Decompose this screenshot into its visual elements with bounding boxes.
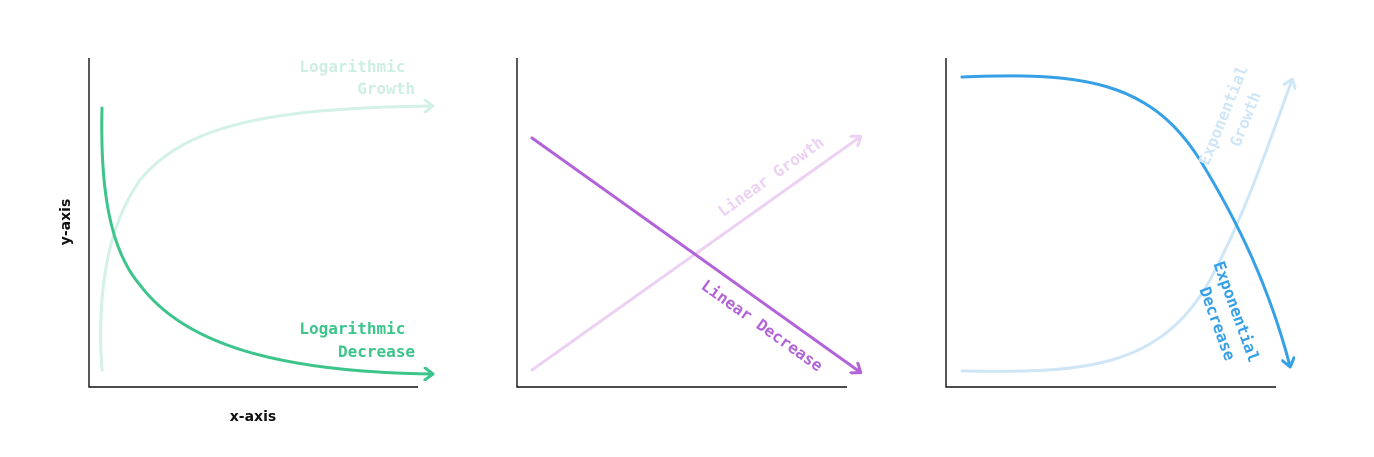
logarithmic-growth-label-line-1: Logarithmic	[299, 57, 405, 76]
y-axis-title: y-axis	[58, 199, 74, 246]
x-axis-title: x-axis	[230, 409, 276, 425]
linear-decrease-label-line-1: Linear Decrease	[698, 276, 827, 375]
logarithmic-decrease-label: Logarithmic Decrease	[299, 319, 415, 361]
logarithmic-decrease-label-line-1: Logarithmic	[299, 319, 405, 338]
logarithmic-growth-label-line-2: Growth	[357, 79, 415, 98]
exponential-decrease-curve	[960, 74, 1290, 366]
linear-growth-label-line-1: Linear Growth	[714, 133, 827, 221]
linear-decrease-line	[530, 136, 860, 372]
logarithmic-growth-curve	[99, 106, 432, 372]
panel-logarithmic: Logarithmic Growth Logarithmic Decrease	[88, 57, 432, 388]
logarithmic-decrease-label-line-2: Decrease	[338, 342, 415, 361]
logarithmic-decrease-curve	[100, 106, 432, 374]
logarithmic-growth-label: Logarithmic Growth	[299, 57, 415, 98]
panel-exponential: Exponential Growth Exponential Decrease	[945, 58, 1292, 388]
panel-exponential-axes	[945, 58, 1276, 388]
panel-linear: Linear Growth Linear Decrease	[516, 58, 860, 388]
exponential-growth-curve	[960, 80, 1292, 373]
linear-decrease-label: Linear Decrease	[698, 276, 827, 375]
exponential-decrease-label: Exponential Decrease	[1189, 259, 1267, 382]
panel-linear-axes	[516, 58, 847, 388]
linear-growth-label: Linear Growth	[714, 133, 827, 221]
panel-logarithmic-axes	[88, 58, 418, 388]
